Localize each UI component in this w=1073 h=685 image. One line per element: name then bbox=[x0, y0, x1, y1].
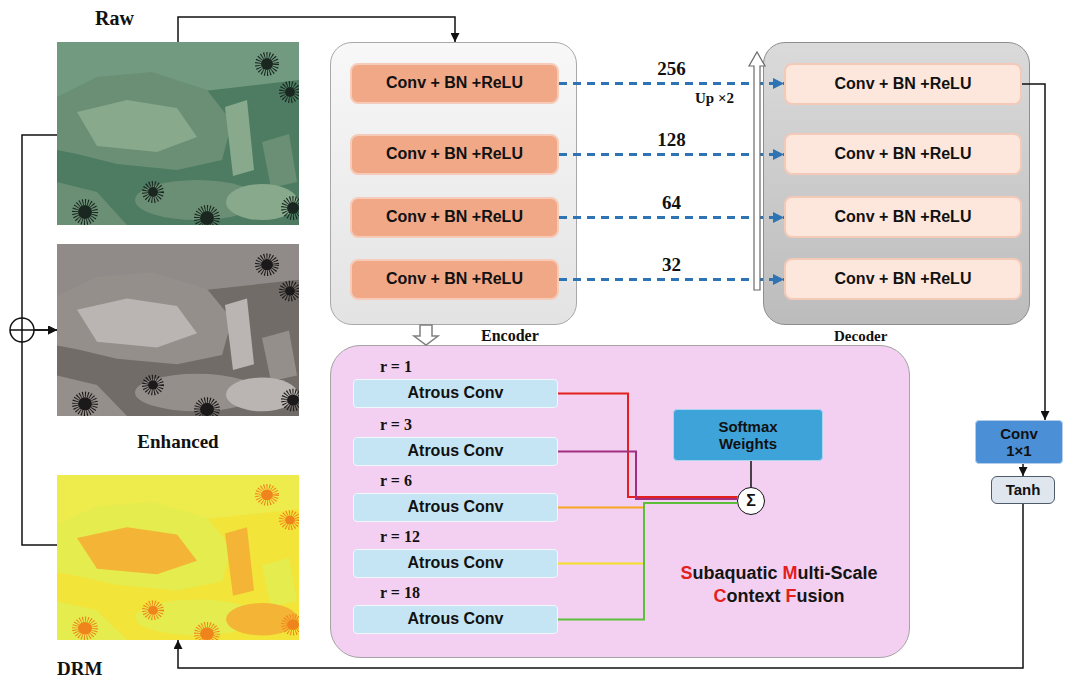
connector bbox=[178, 17, 455, 42]
title-initial: C bbox=[713, 586, 726, 606]
rate-label: r = 3 bbox=[380, 417, 412, 434]
rate-label: r = 12 bbox=[380, 529, 420, 546]
channel-count: 32 bbox=[662, 255, 681, 275]
title-word: Fusion bbox=[786, 586, 845, 606]
block-label: Conv + BN +ReLU bbox=[386, 145, 523, 163]
raw-photo bbox=[57, 42, 302, 228]
conv-box: Conv 1×1 bbox=[975, 420, 1063, 464]
panel-title: Encoder bbox=[481, 328, 539, 345]
add-symbol-cross bbox=[10, 318, 34, 342]
title-rest: ulti-Scale bbox=[798, 563, 878, 583]
block-label: Atrous Conv bbox=[408, 554, 504, 572]
softmax-box: Softmax Weights bbox=[673, 409, 823, 461]
conv-block: Conv + BN +ReLU bbox=[784, 258, 1022, 300]
block-label: Conv + BN +ReLU bbox=[386, 74, 523, 92]
atrous-block: r = 12Atrous Conv bbox=[353, 549, 558, 578]
box-label: Tanh bbox=[1006, 481, 1041, 498]
channel-count: 64 bbox=[662, 193, 681, 213]
drm-heatmap bbox=[57, 475, 302, 643]
connector bbox=[559, 82, 784, 85]
block-label: Conv + BN +ReLU bbox=[835, 208, 972, 226]
block-label: Conv + BN +ReLU bbox=[835, 145, 972, 163]
title-word: Subaquatic bbox=[680, 563, 782, 583]
block-arrow bbox=[414, 325, 438, 345]
block-label: Conv + BN +ReLU bbox=[835, 75, 972, 93]
conv-block: Conv + BN +ReLU bbox=[350, 197, 559, 238]
channel-count: 128 bbox=[657, 130, 686, 150]
sum-node: Σ bbox=[737, 487, 765, 515]
conv-block: Conv + BN +ReLU bbox=[784, 63, 1022, 105]
conv-block: Conv + BN +ReLU bbox=[350, 63, 559, 104]
title-initial: M bbox=[783, 563, 798, 583]
conv-block: Conv + BN +ReLU bbox=[784, 196, 1022, 238]
decoder-panel: DecoderConv + BN +ReLUConv + BN +ReLUCon… bbox=[763, 42, 1030, 325]
atrous-block: r = 3Atrous Conv bbox=[353, 437, 558, 466]
fusion-panel: Subaquatic Multi-Scale Context Fusion r =… bbox=[330, 345, 910, 658]
title-rest: ubaquatic bbox=[692, 563, 782, 583]
connector bbox=[22, 135, 57, 330]
sum-symbol: Σ bbox=[746, 493, 756, 509]
atrous-block: r = 1Atrous Conv bbox=[353, 379, 558, 408]
channel-count: 256 bbox=[657, 59, 686, 79]
conv-block: Conv + BN +ReLU bbox=[784, 133, 1022, 175]
image-caption: Raw bbox=[95, 8, 134, 29]
title-rest: ontext bbox=[726, 586, 785, 606]
image-caption: DRM bbox=[57, 659, 102, 679]
block-label: Conv + BN +ReLU bbox=[386, 208, 523, 226]
add-symbol bbox=[10, 318, 34, 342]
title-word: Context bbox=[713, 586, 785, 606]
panel-title: Decoder bbox=[834, 329, 887, 345]
block-label: Conv + BN +ReLU bbox=[386, 270, 523, 288]
block-label: Conv + BN +ReLU bbox=[835, 270, 972, 288]
conv-block: Conv + BN +ReLU bbox=[350, 259, 559, 300]
atrous-block: r = 6Atrous Conv bbox=[353, 493, 558, 522]
module-title: Subaquatic Multi-Scale Context Fusion bbox=[659, 562, 899, 609]
block-label: Atrous Conv bbox=[408, 498, 504, 516]
enhanced-photo bbox=[57, 244, 302, 419]
title-initial: S bbox=[680, 563, 692, 583]
upsample-label: Up ×2 bbox=[695, 91, 734, 107]
connector bbox=[22, 330, 57, 545]
raw-image: Raw bbox=[57, 42, 299, 225]
block-label: Atrous Conv bbox=[408, 442, 504, 460]
conv-block: Conv + BN +ReLU bbox=[350, 134, 559, 175]
connector bbox=[1022, 464, 1024, 476]
connector bbox=[559, 278, 784, 281]
title-word: Multi-Scale bbox=[783, 563, 878, 583]
title-rest: usion bbox=[797, 586, 845, 606]
connector bbox=[750, 461, 752, 487]
activation-box: Tanh bbox=[991, 476, 1055, 504]
connector bbox=[559, 153, 784, 156]
enhanced-image: Enhanced bbox=[57, 244, 299, 416]
title-initial: F bbox=[786, 586, 797, 606]
box-label: Softmax Weights bbox=[703, 418, 793, 453]
rate-label: r = 18 bbox=[380, 585, 420, 602]
rate-label: r = 6 bbox=[380, 473, 412, 490]
encoder-panel: EncoderConv + BN +ReLUConv + BN +ReLUCon… bbox=[330, 42, 577, 325]
block-label: Atrous Conv bbox=[408, 610, 504, 628]
atrous-block: r = 18Atrous Conv bbox=[353, 605, 558, 634]
drm-map: DRM bbox=[57, 475, 299, 640]
image-caption: Enhanced bbox=[57, 432, 299, 452]
block-label: Atrous Conv bbox=[408, 384, 504, 402]
connector bbox=[559, 216, 784, 219]
box-label: Conv 1×1 bbox=[994, 425, 1044, 460]
rate-label: r = 1 bbox=[380, 359, 412, 376]
